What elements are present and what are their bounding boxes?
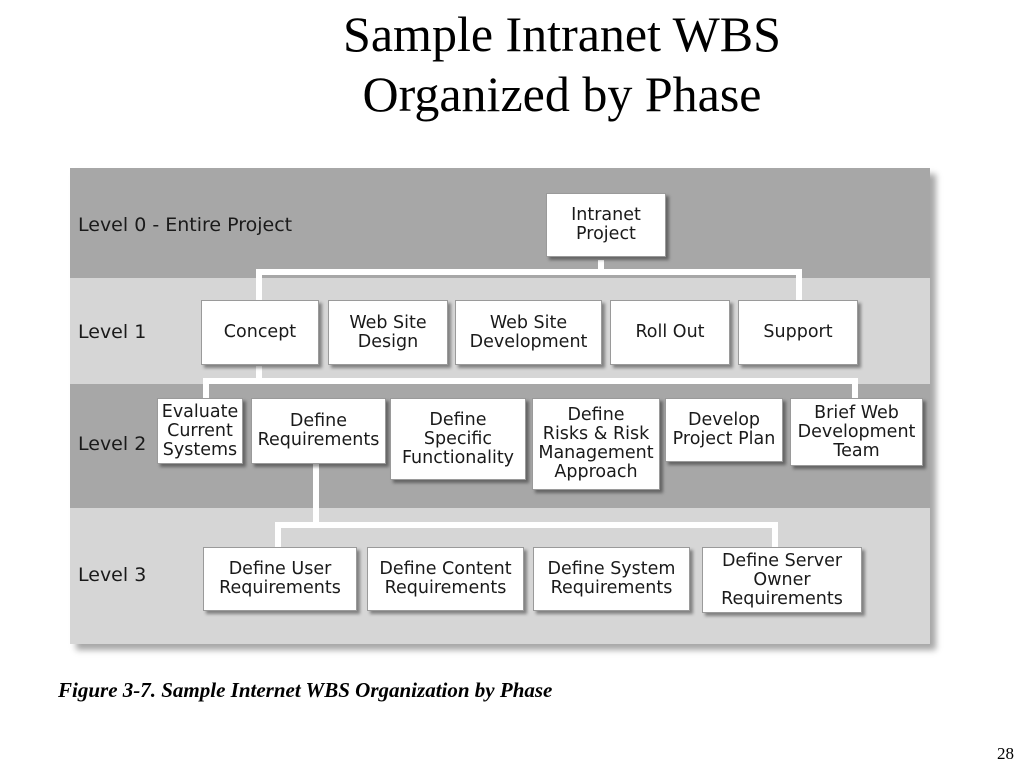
node-define-system-requirements: Define System Requirements bbox=[533, 547, 690, 611]
wbs-diagram: Level 0 - Entire Project Level 1 Level 2… bbox=[70, 168, 930, 644]
node-support: Support bbox=[738, 300, 858, 365]
node-concept: Concept bbox=[201, 300, 319, 365]
connector-lines bbox=[203, 260, 858, 550]
node-define-user-requirements: Define User Requirements bbox=[203, 547, 357, 611]
node-define-content-requirements: Define Content Requirements bbox=[367, 547, 524, 611]
slide-title-line-2: Organized by Phase bbox=[362, 66, 762, 122]
level-2-label: Level 2 bbox=[78, 433, 147, 455]
node-roll-out: Roll Out bbox=[610, 300, 730, 365]
level-0-label: Level 0 - Entire Project bbox=[78, 214, 293, 236]
node-define-risks: Define Risks & Risk Management Approach bbox=[532, 398, 660, 490]
node-brief-web-development-team: Brief Web Development Team bbox=[790, 398, 923, 466]
level-1-label: Level 1 bbox=[78, 321, 147, 343]
level-3-label: Level 3 bbox=[78, 564, 147, 586]
node-define-server-owner-requirements: Define Server Owner Requirements bbox=[702, 547, 862, 613]
node-evaluate-current-systems: Evaluate Current Systems bbox=[157, 398, 243, 464]
node-develop-project-plan: Develop Project Plan bbox=[665, 398, 783, 462]
node-intranet-project: Intranet Project bbox=[546, 193, 666, 257]
page-number: 28 bbox=[997, 744, 1014, 763]
level-0-band bbox=[70, 168, 930, 278]
figure-caption: Figure 3-7. Sample Internet WBS Organiza… bbox=[58, 678, 553, 702]
node-define-specific-functionality: Define Specific Functionality bbox=[390, 398, 526, 480]
slide-title: Sample Intranet WBS Organized by Phase bbox=[0, 4, 1024, 124]
slide-title-line-1: Sample Intranet WBS bbox=[343, 6, 781, 62]
node-web-site-design: Web Site Design bbox=[328, 300, 448, 365]
node-define-requirements: Define Requirements bbox=[251, 398, 386, 464]
node-web-site-development: Web Site Development bbox=[455, 300, 602, 365]
